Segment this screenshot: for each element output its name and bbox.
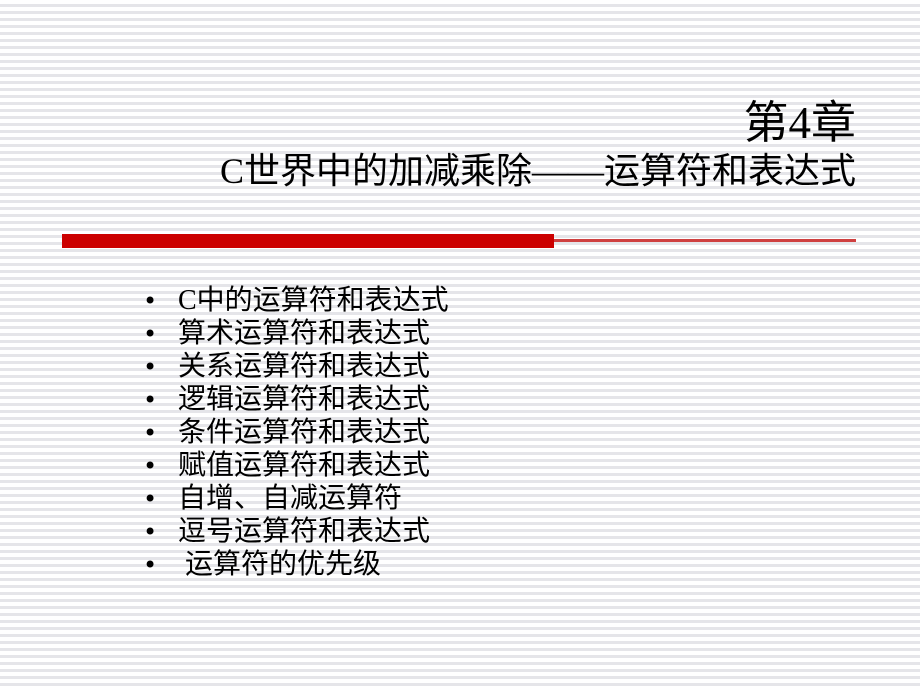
bullet-dot-icon: • (143, 287, 158, 315)
list-item: • 运算符的优先级 (143, 548, 843, 581)
list-item-label: 关系运算符和表达式 (178, 351, 431, 382)
list-item: • 逻辑运算符和表达式 (143, 383, 843, 416)
list-item-label: 逻辑运算符和表达式 (178, 384, 431, 415)
bullet-dot-icon: • (143, 419, 158, 447)
list-item: • 条件运算符和表达式 (143, 416, 843, 449)
bullet-dot-icon: • (143, 518, 158, 546)
bullet-dot-icon: • (143, 320, 158, 348)
title-block: 第4章 C世界中的加减乘除——运算符和表达式 (60, 96, 856, 194)
list-item: • 关系运算符和表达式 (143, 350, 843, 383)
bullet-dot-icon: • (143, 353, 158, 381)
list-item: • 算术运算符和表达式 (143, 317, 843, 350)
list-item-label: 运算符的优先级 (178, 549, 382, 580)
title-divider (62, 234, 856, 248)
page-subtitle: C世界中的加减乘除——运算符和表达式 (219, 151, 856, 191)
list-item: • 逗号运算符和表达式 (143, 515, 843, 548)
list-item-label: 条件运算符和表达式 (178, 417, 431, 448)
list-item-label: 赋值运算符和表达式 (178, 450, 431, 481)
list-item-label: 逗号运算符和表达式 (178, 516, 431, 547)
list-item-label: 自增、自减运算符 (178, 483, 403, 514)
list-item: • 自增、自减运算符 (143, 482, 843, 515)
bullet-dot-icon: • (143, 551, 158, 579)
page-title: 第4章 (743, 98, 856, 148)
bullet-dot-icon: • (143, 452, 158, 480)
bullet-dot-icon: • (143, 485, 158, 513)
bullet-dot-icon: • (143, 386, 158, 414)
divider-thick-bar (62, 234, 554, 248)
list-item: • C中的运算符和表达式 (143, 284, 843, 317)
list-item: • 赋值运算符和表达式 (143, 449, 843, 482)
list-item-label: 算术运算符和表达式 (178, 318, 431, 349)
agenda-bullet-list: • C中的运算符和表达式 • 算术运算符和表达式 • 关系运算符和表达式 • 逻… (143, 284, 843, 581)
list-item-label: C中的运算符和表达式 (178, 285, 449, 316)
